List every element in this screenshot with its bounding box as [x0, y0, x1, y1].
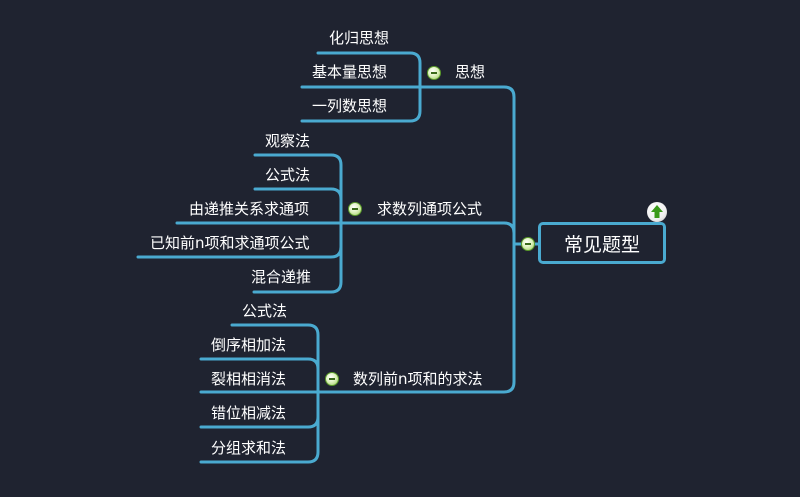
- leaf-node[interactable]: 裂相相消法: [211, 370, 287, 388]
- leaf-node[interactable]: 混合递推: [251, 268, 312, 286]
- branch-node[interactable]: 数列前n项和的求法: [353, 370, 483, 388]
- leaf-node[interactable]: 公式法: [242, 302, 288, 320]
- root-node[interactable]: 常见题型: [538, 222, 666, 264]
- spine-mid: [338, 221, 516, 235]
- leaf-node[interactable]: 一列数思想: [312, 97, 388, 115]
- leaf-node[interactable]: 已知前n项和求通项公式: [150, 234, 310, 252]
- branch-node[interactable]: 思想: [455, 63, 486, 81]
- collapse-branch-icon[interactable]: [325, 372, 339, 386]
- root-label: 常见题型: [563, 233, 640, 256]
- branch-node[interactable]: 求数列通项公式: [377, 200, 483, 218]
- leaf-node[interactable]: 分组求和法: [211, 439, 287, 457]
- spine-bottom: [316, 242, 516, 394]
- leaf-node[interactable]: 公式法: [265, 166, 311, 184]
- leaf-node[interactable]: 化归思想: [329, 29, 390, 47]
- spine-top: [418, 85, 516, 246]
- collapse-root-icon[interactable]: [521, 237, 535, 251]
- collapse-branch-icon[interactable]: [348, 202, 362, 216]
- leaf-node[interactable]: 倒序相加法: [211, 336, 287, 354]
- leaf-node[interactable]: 错位相减法: [211, 404, 287, 422]
- leaf-node[interactable]: 由递推关系求通项: [189, 200, 310, 218]
- leaf-node[interactable]: 基本量思想: [312, 63, 388, 81]
- leaf-node[interactable]: 观察法: [265, 132, 311, 150]
- collapse-branch-icon[interactable]: [427, 66, 441, 80]
- up-arrow-icon[interactable]: [647, 202, 667, 222]
